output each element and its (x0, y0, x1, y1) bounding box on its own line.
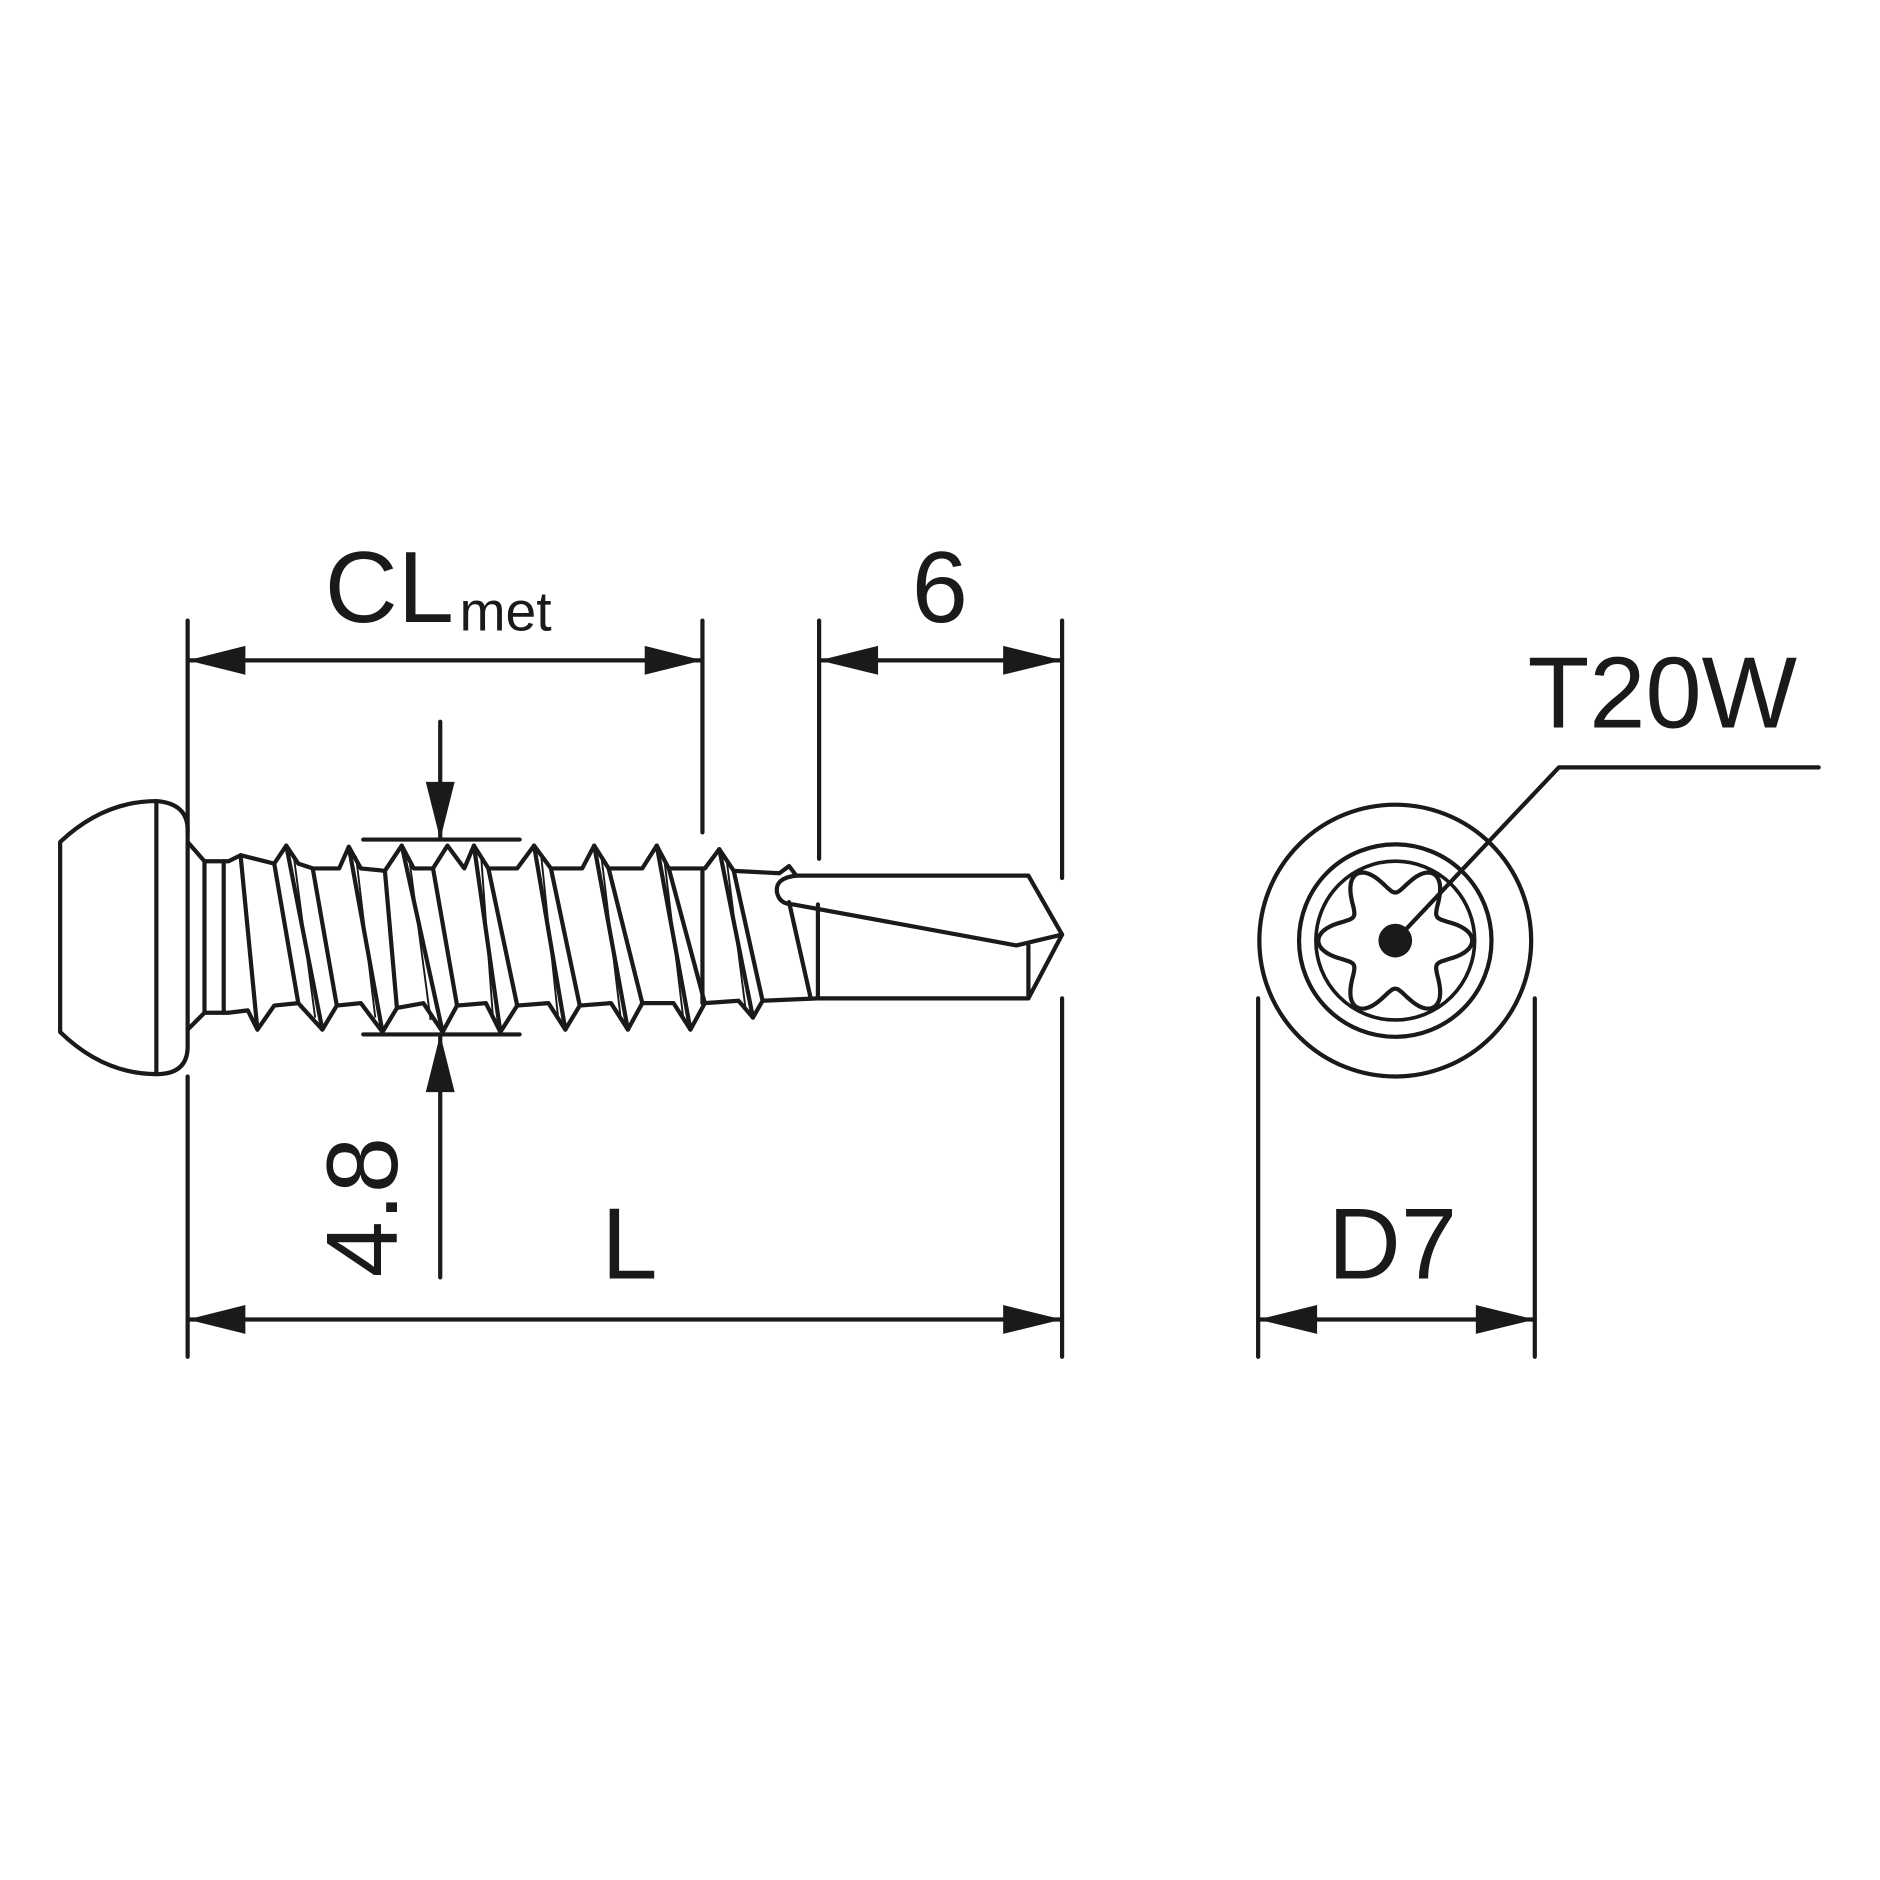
label-cl: CL (325, 532, 454, 644)
drill-tip (774, 873, 1065, 1001)
label-head-diameter: D7 (1328, 1189, 1457, 1301)
label-length: L (601, 1189, 657, 1301)
screw-head (58, 798, 207, 1077)
label-drive: T20W (1528, 638, 1797, 750)
screw-thread (202, 843, 821, 1035)
label-cl-sub: met (459, 580, 551, 642)
torx-drive-icon (1316, 870, 1475, 1011)
label-tip-length: 6 (912, 532, 968, 644)
head-top-view (1257, 765, 1821, 1079)
dimension-lines (185, 618, 1537, 1359)
label-diameter: 4.8 (307, 1137, 419, 1277)
